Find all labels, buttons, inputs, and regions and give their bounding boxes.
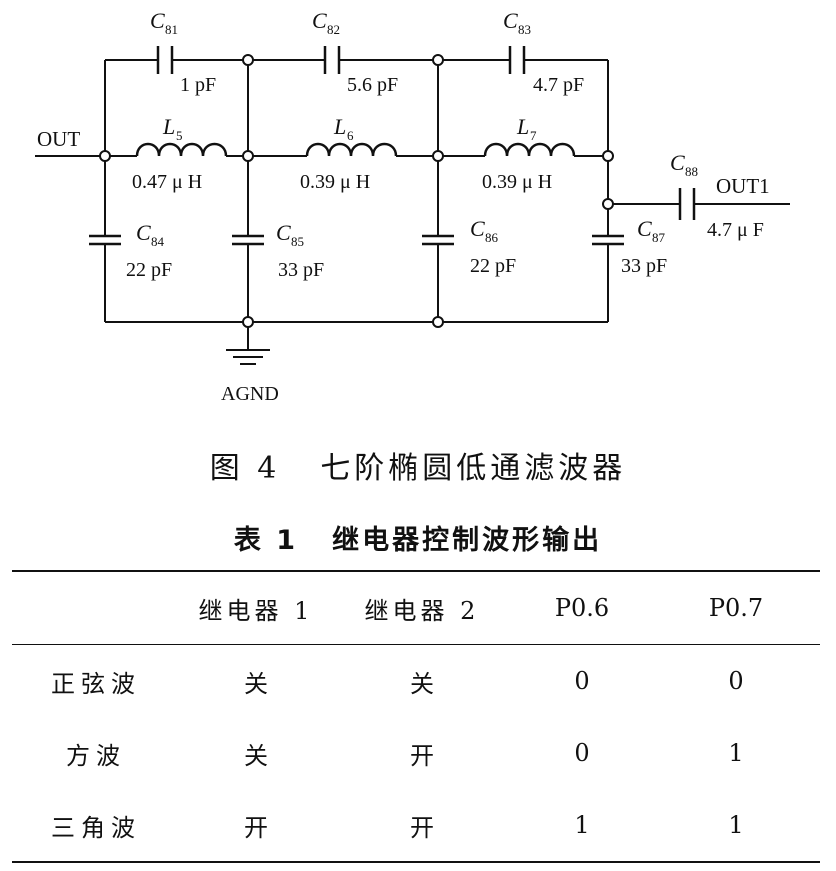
c83-subscript: 83 (518, 22, 531, 37)
relay-waveform-table: 继电器 1 继电器 2 P0.6 P0.7 正弦波 关 关 0 0 方波 关 开… (12, 570, 820, 863)
l6-name: L (333, 114, 346, 139)
inductor-l7 (483, 142, 576, 157)
header-cell: 继电器 1 (198, 596, 314, 625)
table-title: 继电器控制波形输出 (332, 525, 603, 556)
c82-subscript: 82 (327, 22, 340, 37)
c86-value: 22 pF (470, 255, 516, 277)
table-cell: 1 (574, 811, 590, 839)
table-cell: 0 (574, 739, 590, 767)
c81-subscript: 81 (165, 22, 178, 37)
capacitor-c87 (592, 234, 624, 246)
l5-value: 0.47 μ H (132, 171, 202, 193)
table-cell: 1 (728, 811, 744, 839)
row-label: 正弦波 (51, 669, 141, 698)
l7-name: L (516, 114, 529, 139)
c84-name: C (136, 220, 151, 245)
c84-subscript: 84 (151, 234, 165, 249)
row-label: 方波 (66, 741, 126, 770)
c82-name: C (312, 8, 327, 33)
c87-subscript: 87 (652, 230, 666, 245)
l5-name: L (162, 114, 175, 139)
table-cell: 0 (574, 667, 590, 695)
c85-value: 33 pF (278, 259, 324, 281)
terminal-out-label: OUT1 (716, 174, 770, 198)
schematic-wiring (35, 59, 790, 350)
c88-name: C (670, 150, 685, 175)
c82-value: 5.6 pF (347, 74, 398, 96)
table-cell: 开 (410, 813, 434, 842)
capacitor-c84 (89, 234, 121, 246)
table-caption: 表 1 继电器控制波形输出 (0, 518, 836, 557)
table-cell: 关 (410, 669, 434, 698)
c81-name: C (150, 8, 165, 33)
header-cell: P0.7 (708, 594, 764, 622)
table-cell: 关 (244, 669, 268, 698)
l7-subscript: 7 (530, 128, 537, 143)
c85-name: C (276, 220, 291, 245)
c84-value: 22 pF (126, 259, 172, 281)
c81-value: 1 pF (180, 74, 216, 96)
figure-caption: 图 4 七阶椭圆低通滤波器 (0, 443, 836, 487)
table-row: 三角波 开 开 1 1 (12, 789, 820, 862)
header-cell: P0.6 (554, 594, 610, 622)
capacitor-c83 (508, 46, 526, 74)
terminal-in-label: OUT (37, 127, 80, 151)
table-row: 方波 关 开 0 1 (12, 717, 820, 789)
ground-symbol (226, 349, 270, 365)
capacitor-c85 (232, 234, 264, 246)
capacitor-c82 (323, 46, 341, 74)
table-cell: 关 (244, 741, 268, 770)
c86-name: C (470, 216, 485, 241)
table-header-row: 继电器 1 继电器 2 P0.6 P0.7 (12, 571, 820, 645)
capacitor-c86 (422, 234, 454, 246)
header-cell (12, 571, 180, 645)
header-cell: 继电器 2 (364, 596, 480, 625)
row-label: 三角波 (51, 813, 141, 842)
c88-subscript: 88 (685, 164, 698, 179)
junction-nodes (99, 54, 614, 328)
table-cell: 1 (728, 739, 744, 767)
c87-value: 33 pF (621, 255, 667, 277)
inductor-l5 (135, 142, 228, 157)
table-cell: 开 (410, 741, 434, 770)
l6-subscript: 6 (347, 128, 354, 143)
c85-subscript: 85 (291, 234, 304, 249)
table-row: 正弦波 关 关 0 0 (12, 645, 820, 718)
figure-title: 七阶椭圆低通滤波器 (320, 451, 627, 486)
capacitor-c81 (156, 46, 174, 74)
figure-number: 图 4 (209, 451, 281, 486)
table-cell: 0 (728, 667, 744, 695)
table-number: 表 1 (233, 525, 299, 556)
c87-name: C (637, 216, 652, 241)
l6-value: 0.39 μ H (300, 171, 370, 193)
c86-subscript: 86 (485, 230, 499, 245)
l7-value: 0.39 μ H (482, 171, 552, 193)
c88-value: 4.7 μ F (707, 219, 764, 241)
ground-label: AGND (221, 383, 279, 405)
c83-name: C (503, 8, 518, 33)
inductor-l6 (305, 142, 398, 157)
c83-value: 4.7 pF (533, 74, 584, 96)
capacitor-c88 (678, 188, 696, 220)
table-cell: 开 (244, 813, 268, 842)
filter-schematic: OUT OUT1 AGND C 81 1 pF C 82 5.6 pF C 83… (35, 8, 790, 405)
l5-subscript: 5 (176, 128, 183, 143)
